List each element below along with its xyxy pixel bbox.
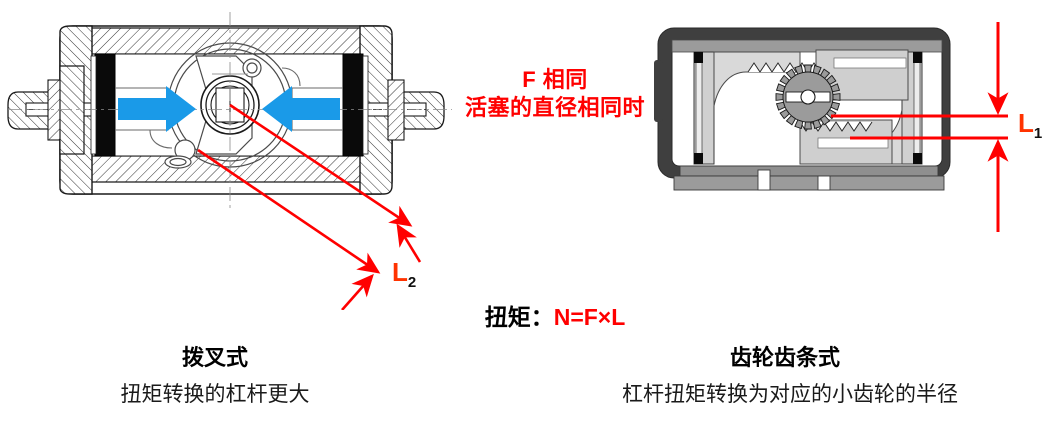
torque-formula: 扭矩：N=F×L (420, 298, 690, 332)
pinion-gear (775, 64, 841, 130)
right-piston-seal (342, 53, 369, 157)
pinion-radius-dimension (831, 22, 1009, 232)
torque-formula-expression: N=F×L (553, 304, 626, 330)
rp-base-plate (673, 165, 945, 191)
left-panel-title: 拨叉式 (181, 345, 248, 370)
torque-formula-label: 扭矩： (484, 304, 554, 330)
force-condition-note: F 相同 活塞的直径相同时 (430, 66, 680, 122)
force-condition-line2: 活塞的直径相同时 (464, 95, 645, 121)
force-arrow-right (262, 86, 340, 132)
left-panel-subtitle: 扭矩转换的杠杆更大 (120, 383, 310, 406)
left-piston-seal (90, 53, 116, 157)
lever-label-L1: L1 (1018, 108, 1043, 143)
lever-label-L2: L2 (392, 257, 417, 292)
left-end-cap (7, 65, 97, 155)
center-lines (8, 12, 452, 210)
force-arrow-left (118, 86, 196, 132)
right-panel-title: 齿轮齿条式 (729, 345, 840, 370)
force-condition-line1: F 相同 (522, 67, 588, 92)
rack-pinion-actuator-drawing (654, 27, 951, 191)
lever-dimension-L2 (197, 103, 422, 310)
right-panel-subtitle: 杠杆扭矩转换为对应的小齿轮的半径 (622, 383, 958, 406)
scotch-yoke-actuator-drawing (7, 12, 452, 310)
